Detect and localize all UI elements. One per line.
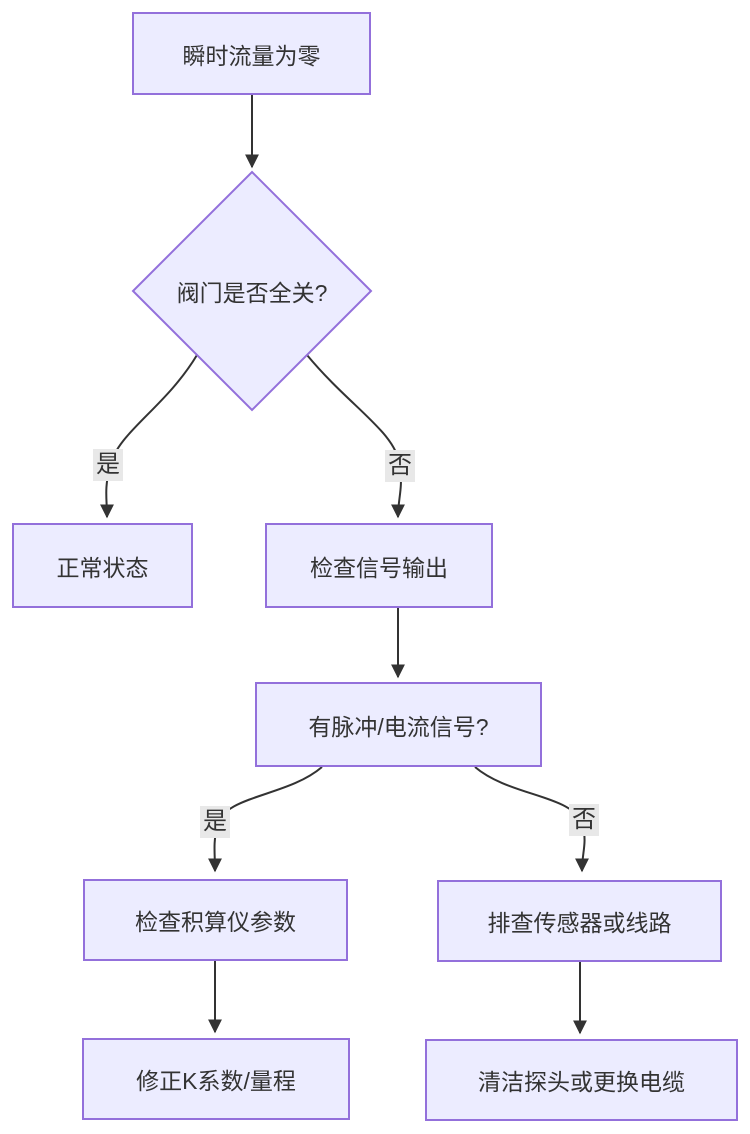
edge-decision-no-to-check-signal — [306, 354, 406, 519]
node-fix-k-factor-range: 修正K系数/量程 — [82, 1038, 350, 1120]
edge-label-yes-2: 是 — [200, 806, 230, 838]
node-pulse-current-question: 有脉冲/电流信号? — [255, 682, 542, 767]
node-normal-state: 正常状态 — [12, 523, 193, 608]
node-start: 瞬时流量为零 — [132, 12, 371, 95]
edge-pulse-yes-to-check-totalizer — [207, 766, 323, 873]
decision-diamond-valve — [131, 170, 373, 412]
edge-decision-yes-to-normal — [99, 354, 198, 519]
node-clean-probe-replace-cable: 清洁探头或更换电缆 — [425, 1039, 738, 1121]
node-check-signal-output: 检查信号输出 — [265, 523, 493, 608]
edge-label-no-2: 否 — [569, 804, 599, 836]
node-check-totalizer-params: 检查积算仪参数 — [83, 879, 348, 961]
node-inspect-sensor-wiring: 排查传感器或线路 — [437, 880, 722, 962]
edge-label-yes-1: 是 — [93, 449, 123, 481]
edge-label-no-1: 否 — [385, 450, 415, 482]
decision-valve-label: 阀门是否全关? — [176, 280, 328, 306]
